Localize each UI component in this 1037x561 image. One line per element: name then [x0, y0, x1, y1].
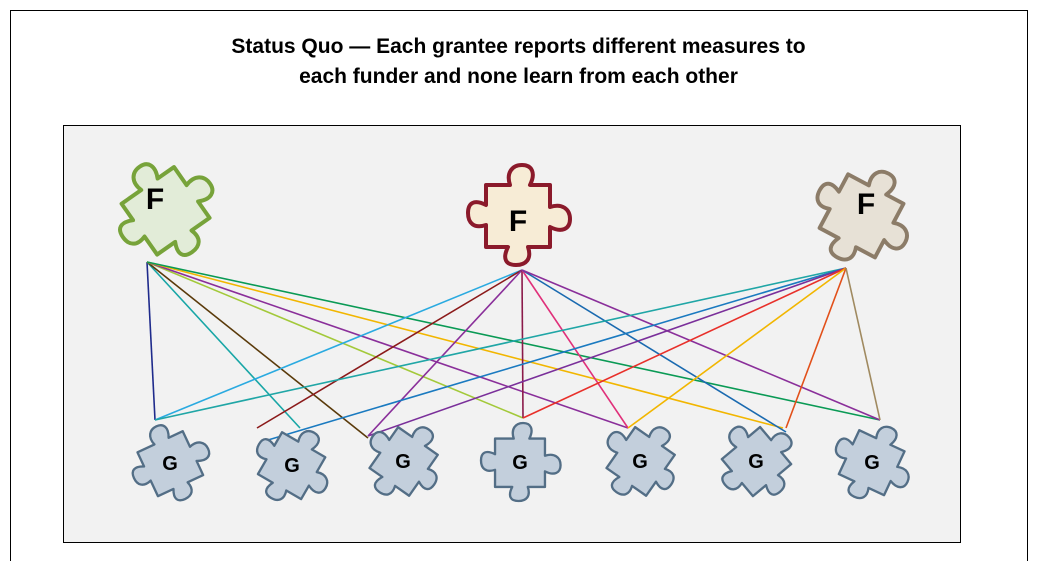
connection-line-f1-g6 [146, 261, 784, 429]
grantee-piece-3-shape [368, 425, 439, 497]
title-line-2: each funder and none learn from each oth… [299, 65, 738, 88]
grantee-piece-3-label: G [395, 451, 411, 473]
grantee-piece-2-shape [255, 429, 329, 502]
connection-line-f3-g3 [367, 267, 847, 437]
connection-line-f3-g6 [785, 267, 847, 429]
outer-frame [10, 10, 1028, 561]
grantee-piece-6: G [720, 425, 793, 498]
title-line-1: Status Quo — Each grantee reports differ… [231, 35, 806, 58]
grantee-piece-4-shape [479, 421, 562, 503]
grantee-piece-7: G [834, 425, 910, 500]
diagram-title: Status Quo — Each grantee reports differ… [0, 32, 1037, 92]
grantee-piece-2-label: G [284, 455, 300, 477]
connection-line-f3-g4 [522, 267, 847, 419]
funder-piece-1: F [118, 162, 215, 257]
grantee-piece-1-shape [131, 424, 211, 502]
grantee-piece-7-shape [834, 425, 910, 500]
funder-piece-2-label: F [509, 205, 527, 238]
funder-piece-2: F [466, 163, 572, 267]
connection-line-f2-g7 [521, 269, 881, 421]
connection-line-f2-g1 [154, 269, 523, 421]
connection-lines [146, 261, 881, 441]
connection-line-f2-g4 [521, 269, 524, 419]
puzzle-pieces: F F F G G G G G G G [118, 162, 910, 503]
grantee-piece-7-label: G [864, 452, 880, 474]
connection-line-f1-g1 [146, 261, 156, 421]
connection-line-f3-g2 [267, 267, 847, 441]
connection-line-f1-g4 [146, 261, 524, 419]
connection-line-f3-g5 [627, 267, 847, 429]
funder-piece-3-shape [815, 169, 909, 262]
grantee-piece-1-label: G [162, 453, 178, 475]
connection-line-f1-g5 [146, 261, 629, 429]
connection-line-f1-g2 [146, 261, 301, 429]
funder-piece-2-shape [466, 163, 572, 267]
grantee-piece-1: G [131, 424, 211, 502]
connection-line-f2-g3 [367, 269, 523, 437]
grantee-piece-5-label: G [632, 451, 648, 473]
grantee-piece-4: G [479, 421, 562, 503]
connection-line-f2-g6 [521, 269, 787, 433]
grantee-piece-4-label: G [512, 452, 528, 474]
grantee-piece-2: G [255, 429, 329, 502]
funder-piece-1-label: F [146, 183, 164, 216]
connection-line-f3-g1 [154, 267, 847, 421]
connection-line-f1-g3 [146, 261, 369, 439]
grantee-piece-3: G [368, 425, 439, 497]
connection-line-f2-g2 [256, 269, 523, 429]
funder-piece-3-label: F [857, 188, 875, 221]
funder-piece-1-shape [118, 162, 215, 257]
funder-piece-3: F [815, 169, 909, 262]
grantee-piece-6-shape [720, 425, 793, 498]
connection-line-f3-g7 [845, 267, 881, 421]
grantee-piece-5-shape [605, 425, 676, 497]
grantee-piece-6-label: G [748, 451, 764, 473]
grantee-piece-5: G [605, 425, 676, 497]
